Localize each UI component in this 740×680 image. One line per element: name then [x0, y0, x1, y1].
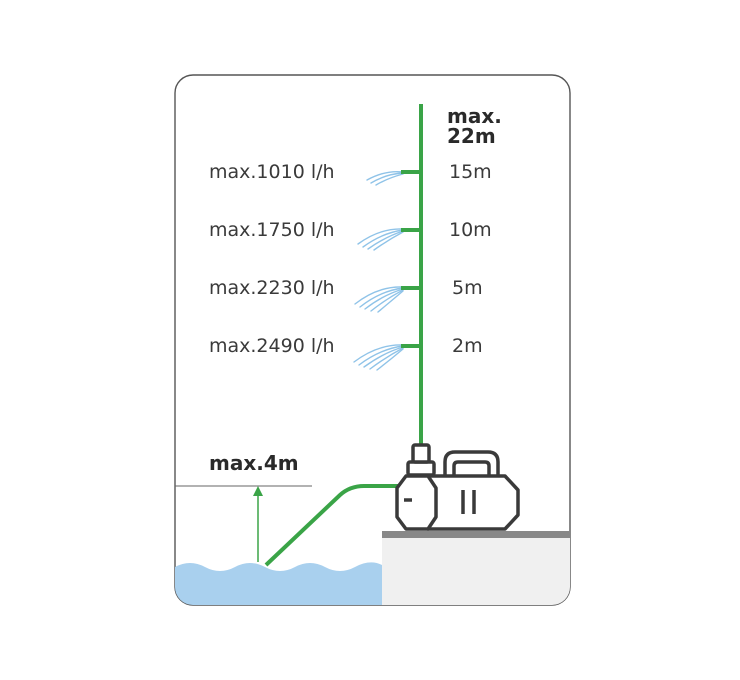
arrow-head-icon	[253, 486, 263, 496]
water-jet-icon	[366, 170, 404, 186]
suction-height-label: max.4m	[209, 451, 299, 475]
water-reservoir	[175, 562, 382, 605]
flow-label: max.2230 l/h	[209, 277, 335, 299]
height-label: 15m	[449, 161, 492, 183]
flow-label: max.1010 l/h	[209, 161, 335, 183]
max-head-label: max.	[447, 104, 502, 128]
water-jet-icon	[354, 286, 404, 313]
outlet-taps	[401, 170, 421, 348]
height-label: 10m	[449, 219, 492, 241]
water-jets	[353, 170, 404, 371]
ground-surface	[382, 531, 570, 538]
water-jet-icon	[353, 344, 404, 371]
max-head-value: 22m	[447, 124, 496, 148]
height-label: 2m	[452, 335, 483, 357]
pump-icon	[395, 443, 520, 531]
height-label: 5m	[452, 277, 483, 299]
suction-hose	[264, 484, 402, 567]
flow-label: max.1750 l/h	[209, 219, 335, 241]
water-jet-icon	[357, 228, 404, 251]
flow-label: max.2490 l/h	[209, 335, 335, 357]
ground-block	[382, 537, 570, 605]
